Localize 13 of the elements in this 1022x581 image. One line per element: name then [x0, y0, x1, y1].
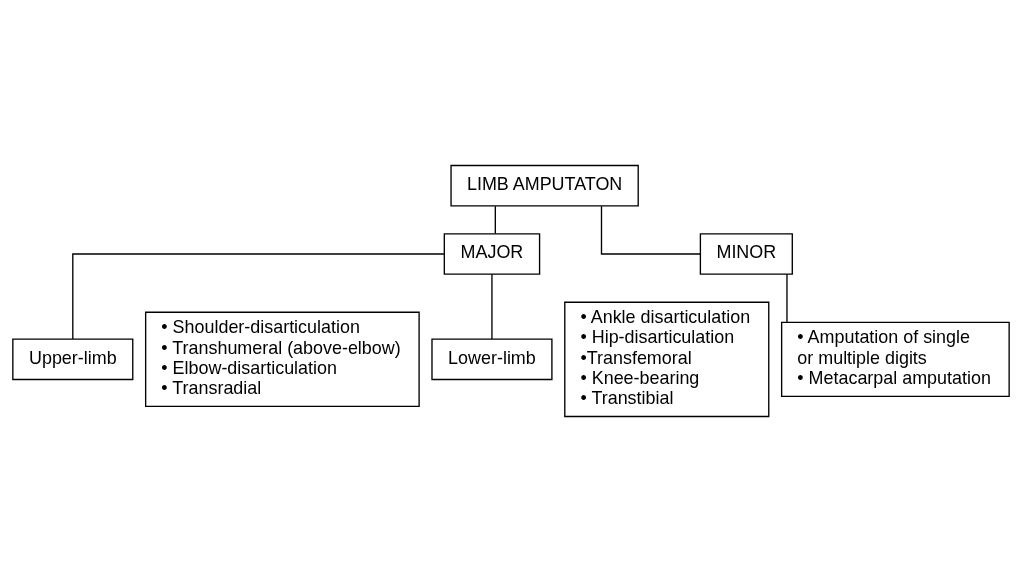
- node-box: Upper-limb: [12, 338, 134, 380]
- connector: [72, 252, 445, 340]
- connector: [786, 273, 788, 323]
- connector: [494, 205, 496, 234]
- node-box: Lower-limb: [431, 338, 553, 380]
- node-box: • Amputation of single or multiple digits • Metacarpal amputation: [781, 321, 1010, 397]
- connector: [491, 273, 493, 340]
- node-box: MINOR: [699, 232, 793, 275]
- node-box: LIMB AMPUTATON: [450, 164, 639, 206]
- node-box: • Shoulder-disarticulation • Transhumeral (above-elbow) • Elbow-disarticulation • Transradial: [145, 311, 420, 407]
- connector: [600, 205, 701, 255]
- node-box: • Ankle disarticulation • Hip-disarticulation •Transfemoral • Knee-bearing • Transtibial: [564, 301, 770, 417]
- node-box: MAJOR: [443, 232, 541, 275]
